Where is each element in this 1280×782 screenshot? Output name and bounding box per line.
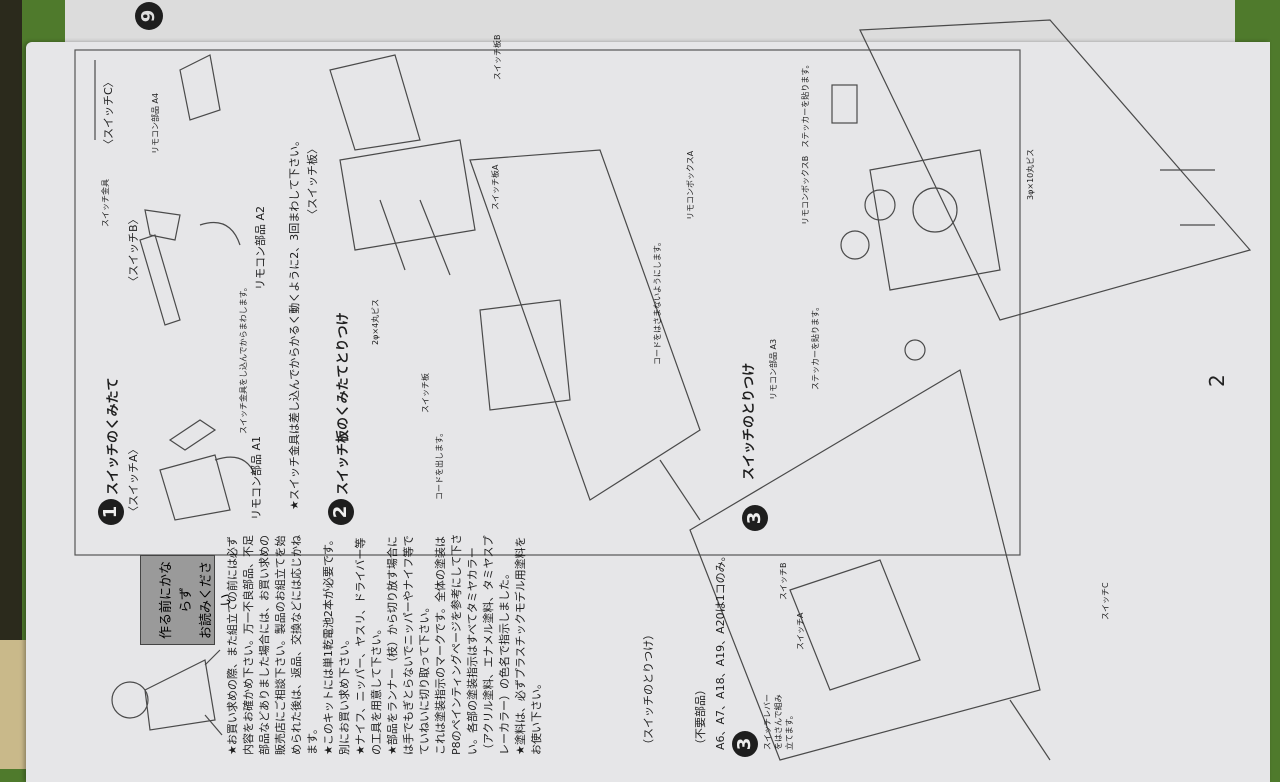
lever-note: スイッチレバーをはさんで組み立てます。: [763, 694, 794, 750]
switch-plate-label: スイッチ板: [421, 373, 430, 413]
notice-paragraph: ★部品をランナー（枝）から切り放す場合には手でもぎとらないでニッパーやナイフ等で…: [386, 535, 431, 755]
previous-page-strip: 9: [65, 0, 1235, 45]
switch-a-label: スイッチA: [796, 612, 805, 650]
switch-c-label: スイッチC: [1101, 582, 1110, 620]
cord-note-label: コードをはさまないようにします。: [653, 237, 662, 365]
unused-parts-label: （不要部品）: [694, 684, 707, 750]
step-2-badge: 2: [328, 499, 354, 525]
fitting-note: スイッチ金具をし込んでからまわします。: [239, 283, 248, 434]
step-2-title: スイッチ板のくみたてとりつけ: [336, 312, 351, 495]
switch-a-part: [159, 419, 256, 521]
part-a3-label: リモコン部品 A3: [769, 338, 778, 400]
switch-plate-heading: 〈スイッチ板〉: [306, 143, 319, 220]
notice-text: ★お買い求めの際、また組立ての前には必ず内容をお確かめ下さい。万一不良部品、不足…: [225, 529, 545, 755]
page-number: 2: [1205, 374, 1229, 387]
manual-page: [26, 42, 1270, 782]
switch-b-part: [139, 209, 241, 326]
switch-c-heading: 〈スイッチC〉: [102, 76, 115, 150]
switch-a-heading: 〈スイッチA〉: [127, 443, 140, 517]
unused-parts-list: A6、A7、A18、A19、A20は1コのみ。: [714, 550, 727, 750]
switch-fitting-label: スイッチ金具: [101, 179, 110, 227]
notice-paragraph: ★塗料は、必ずプラスチックモデル用塗料をお使い下さい。: [514, 536, 543, 755]
switch-plate-part: [329, 54, 476, 276]
step-1-badge: 1: [98, 499, 124, 525]
notice-paragraph: ★このキットには単1乾電池2本が必要です。別にお買い求め下さい。: [322, 534, 351, 755]
remote-box-a-label: リモコンボックスA: [686, 150, 695, 220]
switch-b-heading: 〈スイッチB〉: [127, 213, 140, 287]
switch-plate-b-label: スイッチ板B: [493, 34, 502, 81]
switch-b-label: スイッチB: [779, 562, 788, 601]
notice-header-line1: 作る前にかならず: [159, 561, 194, 640]
remote-box-b: [831, 19, 1252, 361]
step-3-left-badge: 3: [732, 731, 758, 757]
notice-paragraph: ★お買い求めの際、また組立ての前には必ず内容をお確かめ下さい。万一不良部品、不足…: [226, 535, 319, 755]
part-a2-label: リモコン部品 A2: [254, 205, 267, 290]
adjacent-book-edge: [0, 0, 22, 769]
switch-plate-a-label: スイッチ板A: [491, 164, 500, 210]
notice-header: 作る前にかならず お読みください: [140, 555, 234, 645]
remote-box-assembly: [689, 369, 1051, 761]
paint-mark-paragraph: これは塗装指示のマークです。全体の塗装はP8のペインティングページを参考にして下…: [434, 533, 511, 755]
step-3-title: スイッチのとりつけ: [742, 362, 757, 480]
adjacent-book-edge: [0, 640, 28, 769]
step-1-title: スイッチのくみたて: [106, 377, 121, 495]
remote-box-b-label: リモコンボックスB ステッカーを貼ります。: [801, 60, 810, 225]
cord-out-label: コードを出します。: [435, 428, 444, 500]
step-3-badge: 3: [742, 505, 768, 531]
screw-3x10-label: 3φ×10丸ビス: [1026, 148, 1035, 200]
step-3-left-title: （スイッチのとりつけ）: [642, 628, 655, 750]
step-1-note: ★スイッチ金具は差し込んでからかるく動くように2、3回まわして下さい。: [288, 135, 301, 510]
part-a4-label: リモコン部品 A4: [151, 92, 160, 154]
notice-paragraph: ★ナイフ、ニッパー、ヤスリ、ドライバー等の工具を用意して下さい。: [354, 537, 383, 755]
screw-2x4-label: 2φ×4丸ビス: [371, 298, 380, 345]
figure-illustration: [111, 649, 223, 736]
instruction-frame: [74, 49, 1021, 556]
remote-box-a: [469, 149, 701, 521]
sticker-label: ステッカーを貼ります。: [811, 302, 820, 390]
part-a1-label: リモコン部品 A1: [250, 435, 263, 520]
switch-c-part: [94, 54, 221, 140]
